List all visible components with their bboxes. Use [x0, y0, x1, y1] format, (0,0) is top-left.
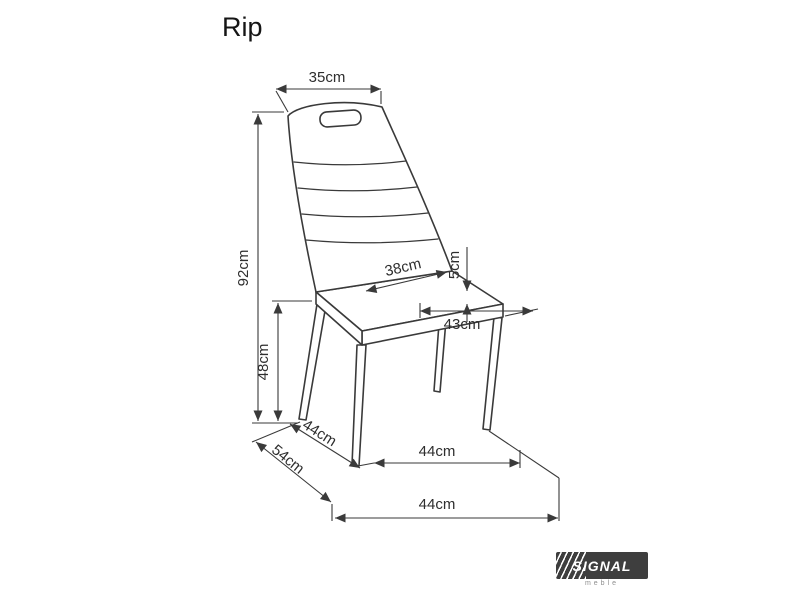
brand-logo: SIGNAL meble — [556, 552, 648, 587]
logo-box: SIGNAL — [556, 552, 648, 579]
dim-label-footprint-width: 44cm — [419, 496, 456, 513]
stitch-line — [301, 212, 429, 218]
dim-line-total-depth — [255, 441, 332, 503]
chair-leg-front-right — [482, 316, 503, 431]
ext-line-backrest-width-left — [275, 90, 289, 113]
dim-line-seat-depth — [365, 270, 448, 293]
dim-label-footprint-front: 44cm — [419, 443, 456, 460]
ext-line-footprint-front-left — [357, 462, 375, 467]
dim-label-seat-width: 43cm — [444, 316, 481, 333]
chair-seat-left-face — [315, 291, 363, 346]
dim-label-total-height: 92cm — [235, 250, 252, 287]
logo-stripes-decoration — [556, 552, 586, 579]
product-name: Rip — [222, 12, 263, 42]
dim-label-total-depth: 54cm — [268, 441, 307, 477]
logo-sub-text: meble — [584, 580, 620, 587]
chair-leg-front-left — [351, 344, 367, 467]
ext-line-footprint-width-diag — [488, 430, 560, 479]
stitch-line — [305, 238, 439, 244]
dim-label-backrest-width: 35cm — [309, 69, 346, 86]
chair-backrest — [287, 101, 453, 293]
chair-backrest-stitch-lines — [293, 160, 439, 244]
dim-label-seat-thickness: 5cm — [446, 251, 463, 279]
dimension-lines — [251, 84, 560, 523]
stitch-line — [297, 186, 418, 192]
dim-label-footprint-side: 44cm — [299, 416, 339, 450]
dim-label-seat-height: 48cm — [255, 344, 272, 381]
ext-line-seat-width-right — [504, 308, 539, 317]
ext-line-total-depth-left — [251, 421, 301, 443]
chair-backrest-handle-cutout — [319, 109, 362, 128]
stitch-line — [293, 160, 407, 166]
chair-leg-back-left — [298, 303, 327, 421]
logo-brand-text: SIGNAL — [572, 557, 632, 574]
